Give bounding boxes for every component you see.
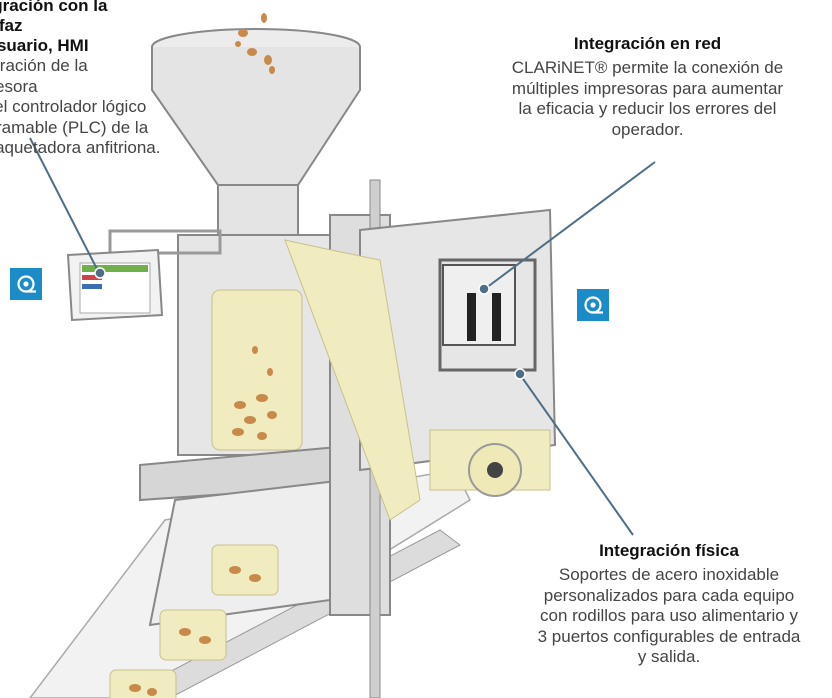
physical-body-line: personalizados para cada equipo (543, 585, 795, 605)
hmi-callout-title: Integración con la interfaz de usuario, … (0, 0, 162, 56)
hmi-hotspot-button[interactable] (10, 268, 42, 300)
network-body-line: la eficacia y reducir los errores del (518, 99, 777, 118)
hmi-panel (66, 229, 222, 322)
physical-body-line: con rodillos para uso alimentario y (540, 606, 798, 625)
network-body-line: operador. (611, 119, 684, 139)
network-body-line: CLARiNET® permite la conexión de (511, 58, 784, 77)
physical-callout-body: Soportes de acero inoxidable personaliza… (510, 565, 828, 668)
physical-body-line: y salida. (637, 647, 701, 666)
hmi-body-line: empaquetadora anfitriona. (0, 138, 161, 157)
network-body-line: múltiples impresoras para aumentar (511, 78, 784, 98)
hmi-integration-callout: Integración con la interfaz de usuario, … (0, 0, 162, 159)
roll-icon (584, 296, 603, 314)
network-integration-callout: Integración en red CLARiNET® permite la … (465, 34, 830, 140)
physical-integration-callout: Integración física Soportes de acero ino… (510, 541, 828, 668)
physical-body-line: Soportes de acero inoxidable (558, 565, 780, 584)
network-hotspot-button[interactable] (577, 289, 609, 321)
hopper (151, 28, 361, 236)
network-callout-body: CLARiNET® permite la conexión de múltipl… (465, 58, 830, 140)
physical-callout-title: Integración física (599, 541, 739, 560)
roll-icon (17, 275, 36, 293)
packaged-bags (109, 544, 279, 698)
network-callout-title: Integración en red (573, 34, 722, 53)
hmi-callout-body: Integración de la impresora con el contr… (0, 56, 162, 159)
hmi-title-line-1: Integración con la interfaz (0, 0, 108, 35)
physical-body-line: 3 puertos configurables de entrada (537, 626, 801, 646)
hmi-title-line-2: de usuario, HMI (0, 36, 89, 55)
print-head (438, 258, 537, 372)
falling-product (235, 13, 275, 74)
hmi-body-line: Integración de la impresora (0, 56, 88, 96)
hmi-body-line: programable (PLC) de la (0, 117, 149, 137)
leader-lines (29, 137, 656, 536)
hmi-body-line: con el controlador lógico (0, 97, 147, 116)
